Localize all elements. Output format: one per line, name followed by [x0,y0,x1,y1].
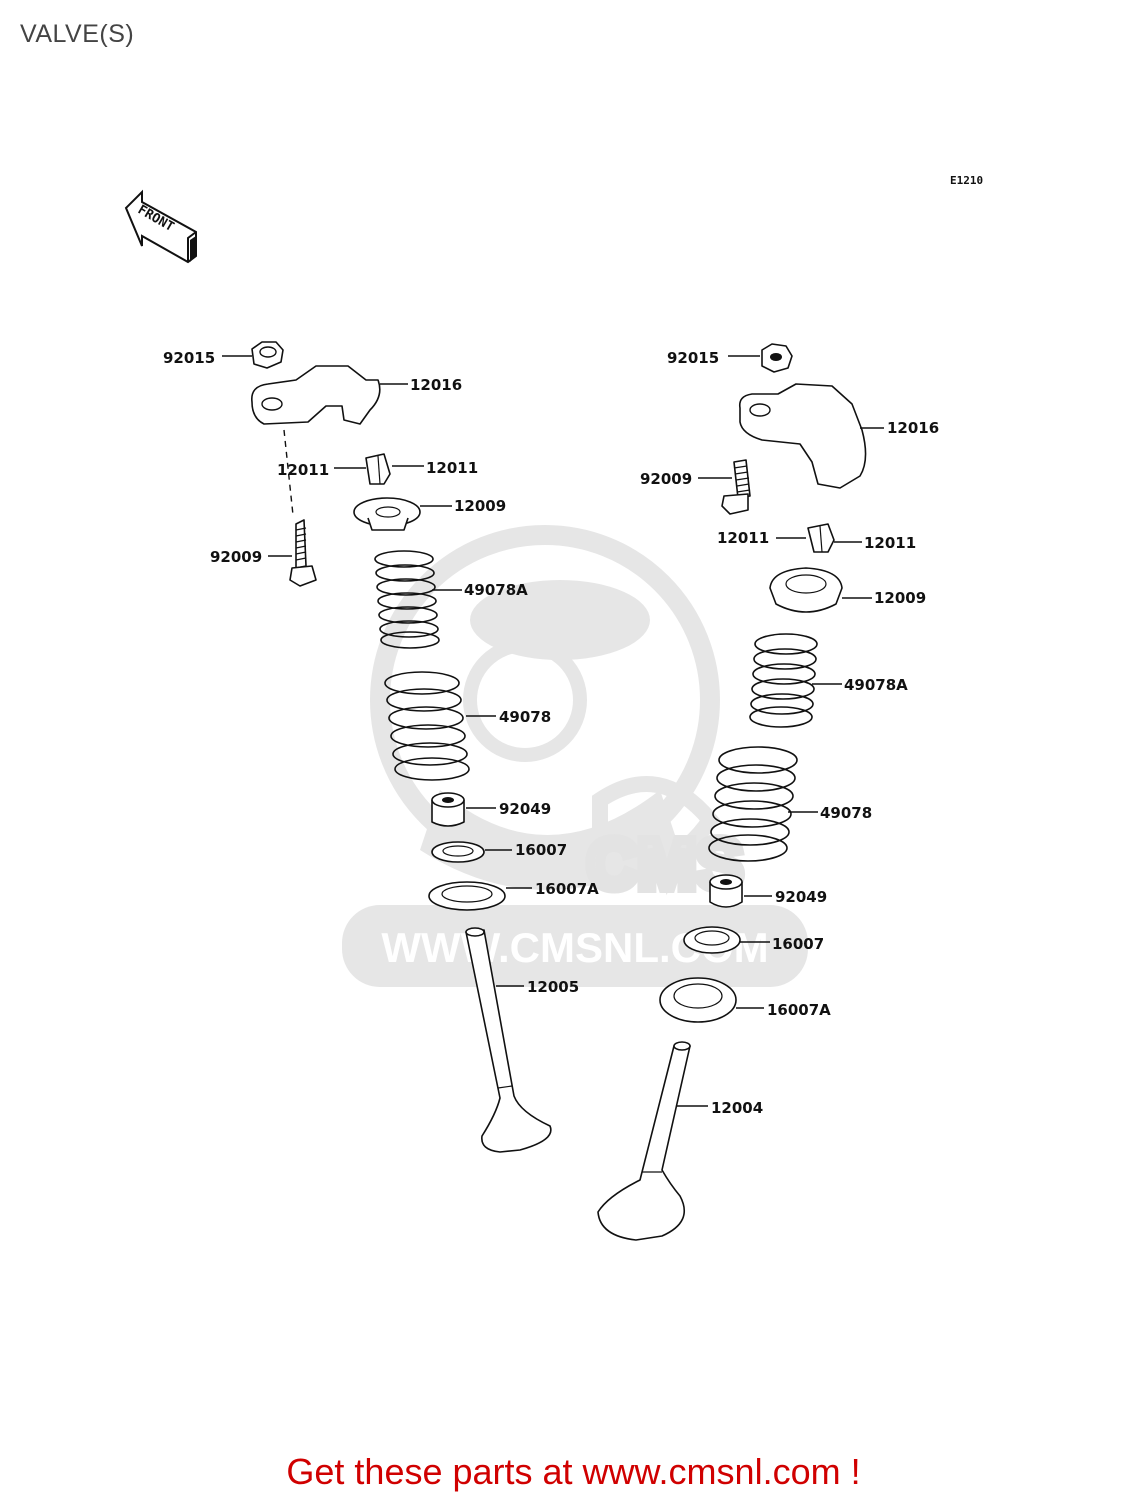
label-right-spring-outer: 49078 [820,804,872,822]
right-outer-spring-icon [708,746,818,862]
label-right-seal: 92049 [775,888,827,906]
right-spring-seat-icon [683,926,770,954]
label-left-cotter-a: 12011 [277,461,329,479]
label-left-retainer: 12009 [454,497,506,515]
label-left-rocker: 12016 [410,376,462,394]
label-left-nut: 92015 [163,349,215,367]
label-right-valve: 12004 [711,1099,763,1117]
right-nut-icon [728,343,793,373]
right-spring-seat-a-icon [659,977,764,1023]
right-valve-seal-icon [709,874,772,908]
left-inner-spring-icon [374,550,462,649]
front-arrow-icon [124,189,197,264]
left-valve-seal-icon [431,792,496,827]
page-title: VALVE(S) [20,20,135,48]
left-valve-icon [465,927,552,1153]
label-right-retainer: 12009 [874,589,926,607]
label-left-seat: 16007 [515,841,567,859]
label-right-cotter-b: 12011 [864,534,916,552]
label-left-seal: 92049 [499,800,551,818]
right-inner-spring-icon [749,633,842,728]
cta-link[interactable]: Get these parts at www.cmsnl.com ! [286,1451,861,1492]
label-left-screw: 92009 [210,548,262,566]
left-cotter-icon [334,453,424,485]
left-valve-assembly [222,341,552,1153]
right-valve-icon [597,1041,708,1241]
right-retainer-icon [769,567,872,613]
label-left-seat-a: 16007A [535,880,599,898]
label-right-nut: 92015 [667,349,719,367]
label-right-screw: 92009 [640,470,692,488]
label-right-spring-inner: 49078A [844,676,908,694]
diagram-code: E1210 [950,174,983,187]
label-left-spring-inner: 49078A [464,581,528,599]
right-cotter-icon [776,523,862,553]
label-left-cotter-b: 12011 [426,459,478,477]
right-valve-assembly [597,343,884,1241]
left-spring-seat-icon [431,841,512,863]
label-right-seat-a: 16007A [767,1001,831,1019]
left-rocker-arm-icon [251,365,408,516]
label-right-rocker: 12016 [887,419,939,437]
left-nut-icon [222,341,284,369]
label-right-seat: 16007 [772,935,824,953]
left-spring-seat-a-icon [428,881,532,911]
left-outer-spring-icon [384,671,496,781]
left-adjusting-screw-icon [268,519,317,587]
left-retainer-icon [353,497,452,531]
right-rocker-arm-icon [738,383,884,489]
watermark [342,525,808,987]
label-left-valve: 12005 [527,978,579,996]
right-adjusting-screw-icon [698,459,751,515]
label-left-spring-outer: 49078 [499,708,551,726]
label-right-cotter-a: 12011 [717,529,769,547]
